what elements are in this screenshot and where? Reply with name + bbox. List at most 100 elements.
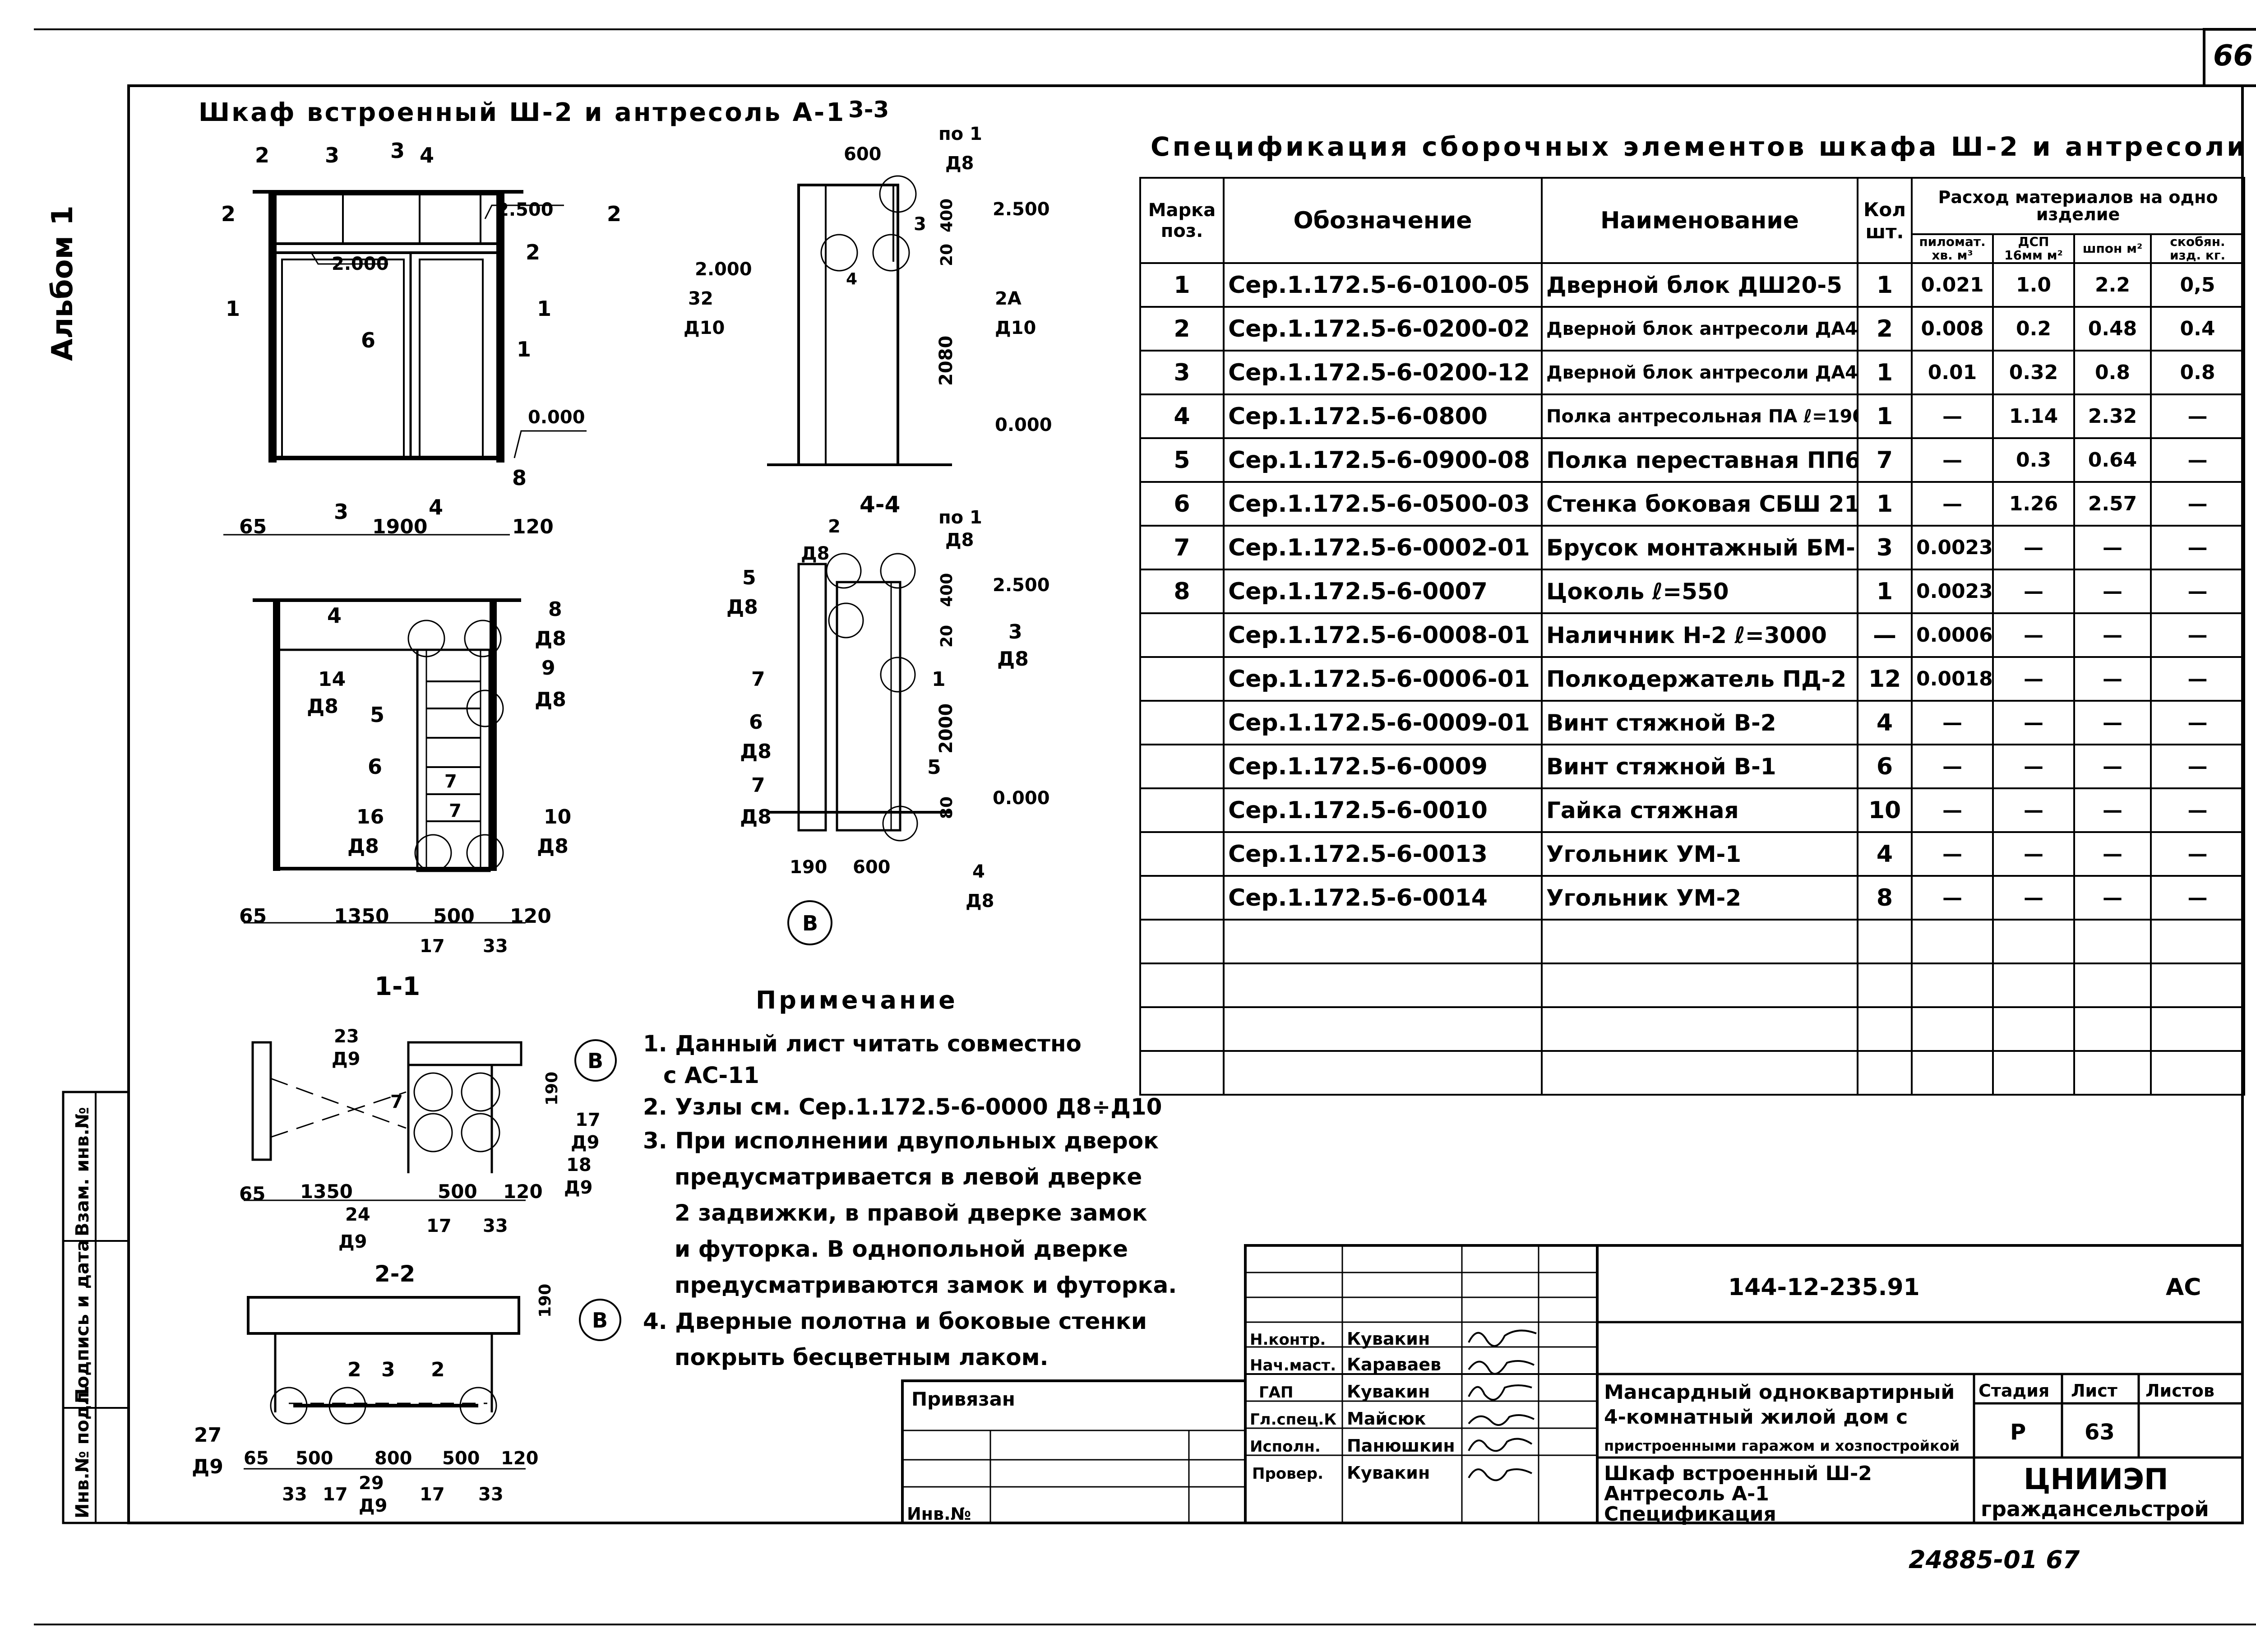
table-row-empty <box>1139 919 2246 964</box>
table-cell-name: Винт стяжной В-1 <box>1541 744 1858 789</box>
svg-text:2 задвижки, в правой дверке за: 2 задвижки, в правой дверке замок <box>675 1200 1147 1226</box>
svg-text:2. Узлы см. Сер.1.172.5-6-0000: 2. Узлы см. Сер.1.172.5-6-0000 Д8÷Д10 <box>643 1094 1162 1120</box>
section-2-2-title: 2-2 <box>374 1261 415 1287</box>
name-2: Кувакин <box>1347 1382 1430 1402</box>
svg-text:17: 17 <box>323 1484 348 1505</box>
svg-text:Д8: Д8 <box>945 153 974 174</box>
sheet-number-box <box>2203 28 2256 87</box>
table-cell-m3: — <box>2073 656 2152 702</box>
table-cell-empty <box>1992 1006 2075 1052</box>
table-cell-qty: 1 <box>1857 481 1913 527</box>
svg-text:20: 20 <box>938 244 956 266</box>
table-cell-m3: — <box>2073 525 2152 570</box>
svg-text:500: 500 <box>438 1180 477 1203</box>
table-cell-m4: — <box>2150 787 2246 833</box>
svg-text:Д8: Д8 <box>535 627 566 650</box>
svg-text:120: 120 <box>510 905 551 928</box>
table-cell-m3: 2.57 <box>2073 481 2152 527</box>
table-cell-m4: — <box>2150 437 2246 483</box>
svg-text:2.500: 2.500 <box>496 199 554 220</box>
table-cell-qty: 1 <box>1857 262 1913 308</box>
svg-text:33: 33 <box>478 1484 504 1505</box>
svg-text:Д8: Д8 <box>997 648 1029 671</box>
svg-text:400: 400 <box>938 199 956 232</box>
svg-text:190: 190 <box>543 1072 561 1106</box>
stamp-date-label: Подпись и дата <box>72 1240 93 1403</box>
table-cell-m2: — <box>1992 831 2075 877</box>
svg-text:5: 5 <box>370 703 384 727</box>
svg-text:Д9: Д9 <box>359 1495 387 1516</box>
bottom-code: 24885-01 67 <box>1909 1546 2080 1574</box>
table-cell-mark: 1 <box>1139 262 1225 308</box>
svg-text:7: 7 <box>449 801 462 821</box>
axis-marker-b-1 <box>787 900 832 945</box>
sheet-name-3: Спецификация <box>1604 1503 1776 1526</box>
svg-text:2080: 2080 <box>936 336 957 386</box>
svg-text:2: 2 <box>255 143 269 167</box>
table-cell-empty <box>1992 963 2075 1008</box>
table-cell-empty <box>1223 963 1543 1008</box>
header-mat-1: пиломат. хв. м³ <box>1911 233 1994 264</box>
section-code: АС <box>2166 1274 2201 1301</box>
table-cell-mark: 2 <box>1139 306 1225 352</box>
svg-text:800: 800 <box>374 1448 412 1469</box>
table-cell-designation: Сер.1.172.5-6-0500-03 <box>1223 481 1543 527</box>
table-row-empty <box>1139 1050 2246 1096</box>
svg-text:Д8: Д8 <box>966 891 994 912</box>
svg-text:3: 3 <box>381 1358 395 1381</box>
table-cell-designation: Сер.1.172.5-6-0009 <box>1223 744 1543 789</box>
table-cell-empty <box>2073 1006 2152 1052</box>
table-cell-m3: 0.48 <box>2073 306 2152 352</box>
album-label: Альбом 1 <box>46 205 79 361</box>
table-cell-name: Дверной блок антресоли ДА4-8 <box>1541 350 1858 395</box>
table-row-empty <box>1139 1006 2246 1052</box>
svg-text:7: 7 <box>751 668 765 691</box>
svg-text:4: 4 <box>972 861 985 882</box>
table-cell-mark <box>1139 744 1225 789</box>
table-cell-qty: 2 <box>1857 306 1913 352</box>
svg-text:65: 65 <box>239 1183 265 1205</box>
table-cell-m3: 2.2 <box>2073 262 2152 308</box>
table-cell-m2: — <box>1992 875 2075 921</box>
table-cell-m1: — <box>1911 744 1994 789</box>
sheet-label: Лист <box>2071 1381 2117 1401</box>
table-cell-m1: — <box>1911 393 1994 439</box>
svg-text:предусматривается в левой двер: предусматривается в левой дверке <box>675 1164 1142 1190</box>
name-0: Кувакин <box>1347 1329 1430 1349</box>
svg-text:500: 500 <box>442 1448 480 1469</box>
svg-text:Д8: Д8 <box>307 695 338 718</box>
svg-text:Д8: Д8 <box>945 530 974 551</box>
svg-text:2.500: 2.500 <box>993 199 1050 220</box>
stamp-inv-label: Инв.№ подл. <box>72 1385 93 1518</box>
table-cell-designation: Сер.1.172.5-6-0007 <box>1223 569 1543 614</box>
svg-text:5: 5 <box>742 566 756 589</box>
svg-text:9: 9 <box>541 657 555 680</box>
table-cell-m2: — <box>1992 569 2075 614</box>
name-1: Караваев <box>1347 1355 1441 1374</box>
header-mat-4: скобян. изд. кг. <box>2150 233 2246 264</box>
svg-text:Д8: Д8 <box>740 805 772 828</box>
table-cell-m2: 0.3 <box>1992 437 2075 483</box>
table-cell-name: Полка антресольная ПА ℓ=1900 <box>1541 393 1858 439</box>
table-cell-m1: — <box>1911 875 1994 921</box>
svg-text:1: 1 <box>226 296 240 321</box>
table-cell-mark <box>1139 875 1225 921</box>
table-cell-m1: — <box>1911 437 1994 483</box>
table-cell-m4: 0.8 <box>2150 350 2246 395</box>
svg-text:2.000: 2.000 <box>695 259 752 280</box>
table-cell-m3: 0.8 <box>2073 350 2152 395</box>
section-3-3-title: 3-3 <box>848 97 889 123</box>
section-1-1-plan: В 65 1350 500 120 17 33 23 Д9 7 24 Д9 17… <box>239 1026 617 1252</box>
table-cell-name: Угольник УМ-2 <box>1541 875 1858 921</box>
svg-text:17: 17 <box>420 936 445 957</box>
svg-text:3: 3 <box>390 139 405 163</box>
svg-text:600: 600 <box>853 857 891 878</box>
svg-text:6: 6 <box>749 711 763 734</box>
table-cell-m4: — <box>2150 875 2246 921</box>
